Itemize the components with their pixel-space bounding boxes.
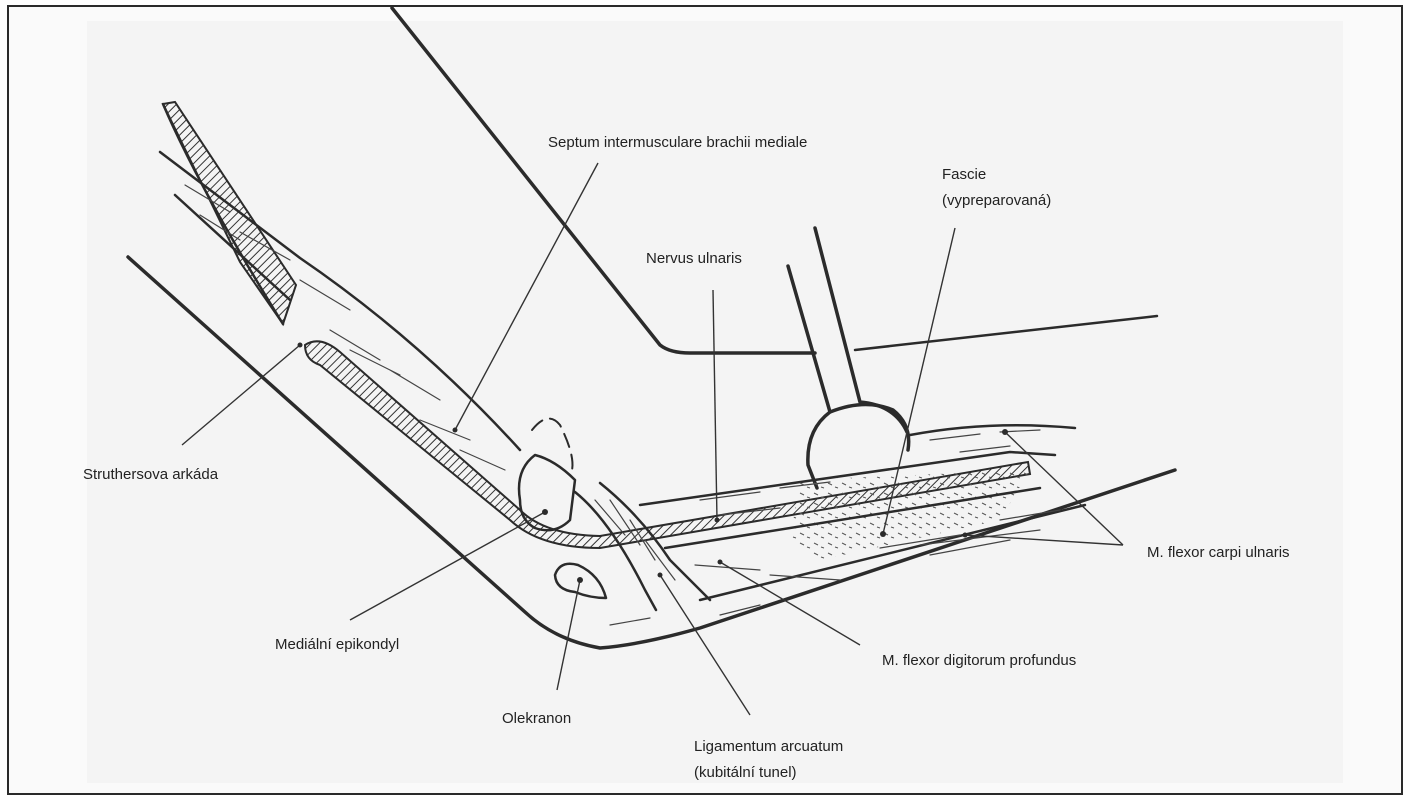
leader-dot-fcu-lower	[962, 532, 968, 538]
leader-fdp	[719, 561, 861, 646]
leader-olekranon	[556, 579, 581, 691]
label-ligamentum-line1: Ligamentum arcuatum	[694, 738, 844, 755]
leader-epikondyl	[349, 511, 546, 621]
label-ligamentum-line2: (kubitální tunel)	[694, 764, 797, 781]
label-flexor-carpi-ulnaris: M. flexor carpi ulnaris	[1147, 544, 1290, 561]
forearm-upper-contour	[853, 314, 1159, 352]
label-fascie-line1: Fascie	[942, 166, 987, 183]
septum-band-bottom	[173, 193, 292, 302]
fcu-texture	[699, 429, 1041, 516]
upper-muscle-border	[161, 102, 285, 326]
leader-dot-nervus	[714, 517, 720, 523]
fascia-stippled	[790, 470, 1030, 560]
upper-muscle-hatched	[161, 100, 298, 327]
label-struthersova-arkada: Struthersova arkáda	[83, 466, 219, 483]
skin-outline-upper	[390, 6, 817, 355]
medial-epicondyle-shape	[517, 453, 577, 532]
leader-ligamentum	[659, 574, 751, 716]
leader-nervus	[712, 289, 718, 521]
ligamentum-texture	[594, 499, 676, 581]
ligamentum-band-right	[598, 481, 712, 602]
leader-dot-ligamentum	[657, 572, 663, 578]
septum-band-top	[158, 150, 522, 452]
label-medialni-epikondyl: Mediální epikondyl	[275, 636, 400, 653]
leader-septum	[454, 162, 599, 431]
label-nervus-ulnaris: Nervus ulnaris	[646, 250, 742, 267]
skin-edge-lines	[609, 604, 761, 626]
leader-fascie	[882, 227, 956, 535]
epicondyle-dashed-outline	[531, 417, 574, 471]
retractor-instrument	[786, 226, 909, 490]
leader-struthers	[181, 344, 301, 446]
fcu-lower-border	[638, 450, 1057, 507]
fdp-lower-border	[698, 503, 1087, 602]
skin-outline-lower	[126, 255, 1177, 650]
fcu-upper-border	[908, 423, 1077, 437]
leader-dot-epikondyl	[542, 509, 548, 515]
retractor-bulb	[828, 402, 911, 452]
septum-texture	[184, 184, 506, 471]
fdp-upper-border	[663, 486, 1042, 550]
leader-dot-struthers	[297, 342, 303, 348]
label-flexor-digitorum-profundus: M. flexor digitorum profundus	[882, 652, 1077, 669]
olecranon-shape	[553, 562, 608, 600]
leader-dot-fdp	[717, 559, 723, 565]
leader-dot-fcu-upper	[1002, 429, 1008, 435]
leader-dot-septum	[452, 427, 458, 433]
leader-fcu-upper	[1004, 431, 1124, 546]
label-septum: Septum intermusculare brachii mediale	[548, 134, 808, 151]
ligamentum-band-left	[573, 490, 658, 612]
fdp-texture	[694, 509, 1061, 581]
leader-dot-fascie	[880, 531, 886, 537]
label-fascie-line2: (vypreparovaná)	[942, 192, 1052, 209]
leader-fcu-lower	[964, 534, 1124, 546]
leader-dot-olekranon	[577, 577, 583, 583]
label-olekranon: Olekranon	[502, 710, 572, 727]
figure-frame	[7, 5, 1403, 795]
